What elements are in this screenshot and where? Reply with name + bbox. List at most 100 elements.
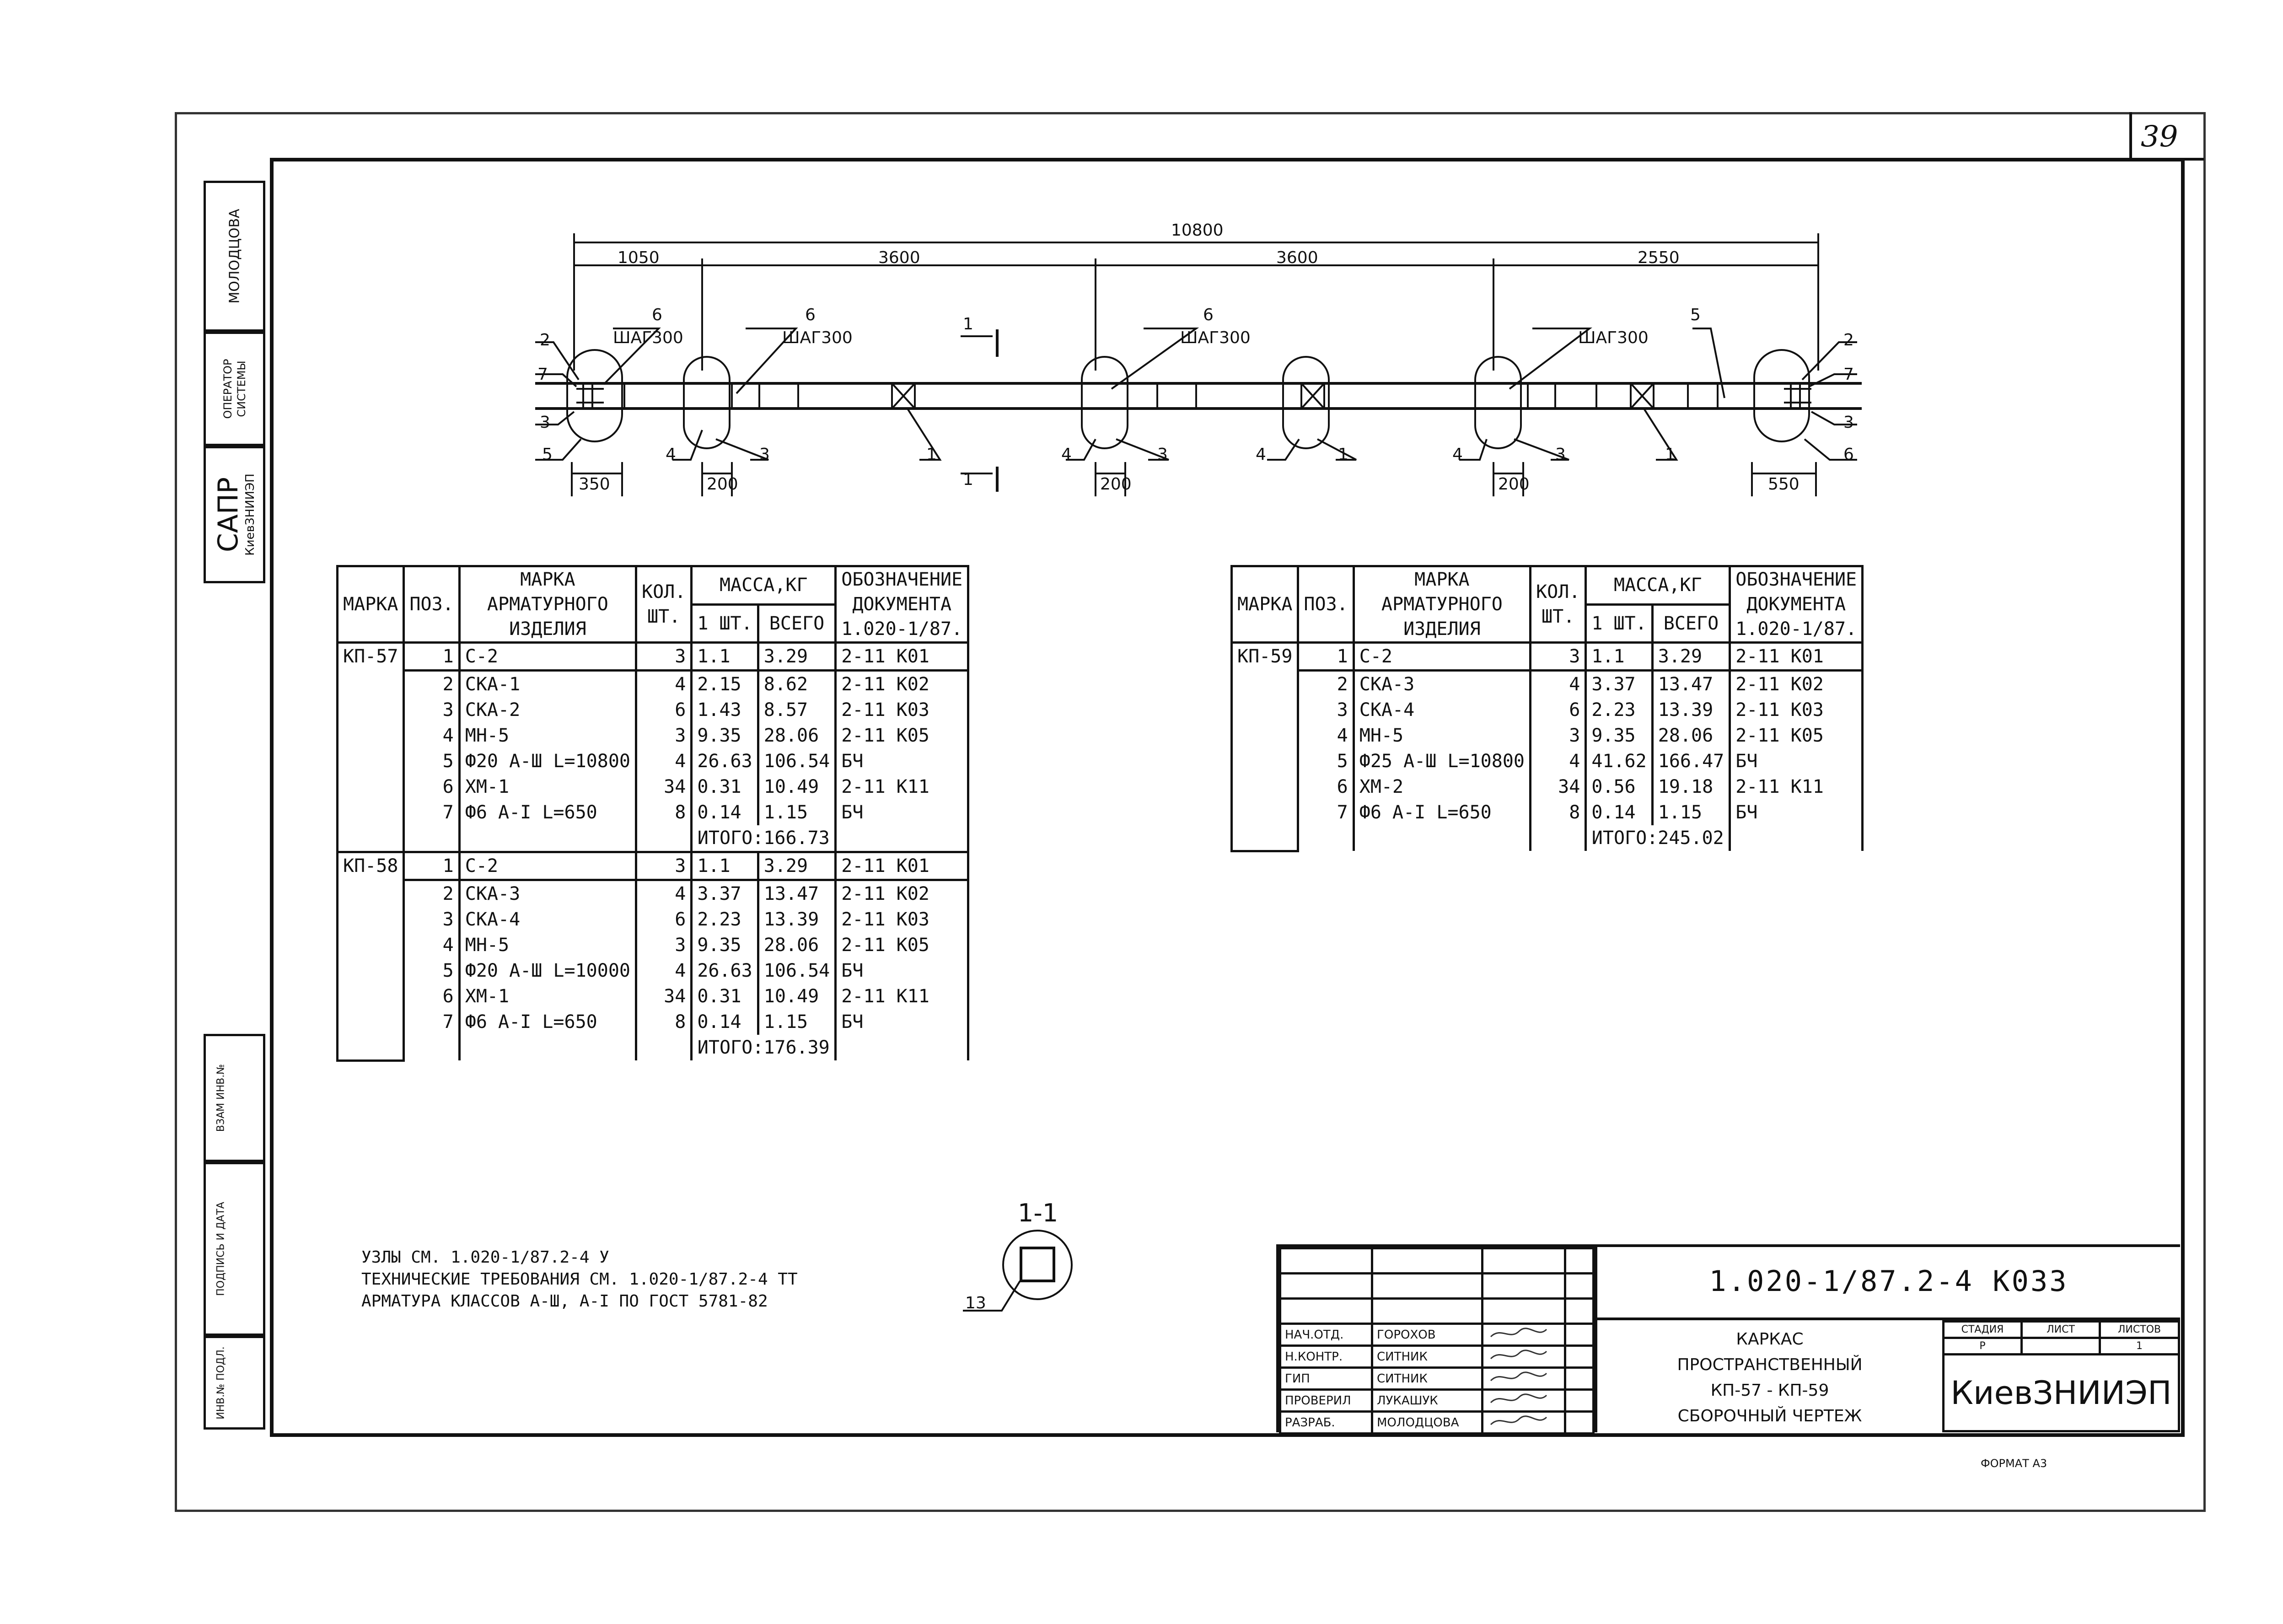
dim-4: 2550 [1638, 248, 1680, 267]
sheets-label: ЛИСТОВ [2099, 1320, 2180, 1339]
doc-cell: 2-11 К03 [1729, 697, 1864, 723]
total-cell: ИТОГО:245.02 [1585, 825, 1731, 851]
item-cell: СКА-1 [458, 670, 637, 697]
poz-cell: 3 [403, 907, 461, 932]
col-mass-all: ВСЕГО [1651, 603, 1731, 644]
poz-cell: 4 [1297, 723, 1355, 748]
col-mass-one: 1 ШТ. [690, 603, 759, 644]
qty-cell: 3 [634, 723, 693, 748]
signature-role: РАЗРАБ. [1279, 1410, 1373, 1435]
mass-one-cell: 0.31 [690, 984, 759, 1009]
note-line: АРМАТУРА КЛАССОВ А-Ш, А-I ПО ГОСТ 5781-8… [361, 1292, 768, 1311]
signature-mark [1481, 1323, 1566, 1347]
stage-value: Р [1942, 1337, 2023, 1355]
step-label-1: ШАГ300 [613, 328, 683, 347]
doc-cell: БЧ [1729, 748, 1864, 774]
item-cell: Ф6 А-I L=650 [458, 1009, 637, 1035]
drawing-title: КАРКАС ПРОСТРАНСТВЕННЫЙ КП-57 - КП-59 СБ… [1595, 1320, 1942, 1432]
mass-one-cell: 3.37 [690, 880, 759, 907]
signature-row: Н.КОНТР.СИТНИК [1279, 1344, 1595, 1369]
qty-cell: 4 [1529, 670, 1587, 697]
mass-all-cell: 13.47 [757, 880, 837, 907]
mass-all-cell: 1.15 [757, 800, 837, 825]
dim-total: 10800 [1171, 221, 1224, 240]
mass-all-cell: 3.29 [1651, 641, 1731, 672]
callout: 3 [540, 413, 550, 432]
mass-one-cell: 0.31 [690, 774, 759, 800]
doc-cell: 2-11 К01 [834, 641, 970, 672]
poz-cell: 1 [403, 851, 461, 881]
item-cell: Ф6 А-I L=650 [1352, 800, 1531, 825]
signature-row: НАЧ.ОТД.ГОРОХОВ [1279, 1323, 1595, 1347]
doc-cell: БЧ [1729, 800, 1864, 825]
stage-table: СТАДИЯ ЛИСТ ЛИСТОВ Р 1 КиевЗНИИЭП [1942, 1320, 2180, 1432]
col-mass: МАССА,КГ [1585, 565, 1731, 606]
drawing-frame [270, 158, 2185, 1437]
mass-all-cell: 166.47 [1651, 748, 1731, 774]
callout: 5 [1690, 306, 1701, 324]
note-line: УЗЛЫ СМ. 1.020-1/87.2-4 У [361, 1248, 609, 1267]
mass-one-cell: 1.1 [1585, 641, 1654, 672]
stage-label: СТАДИЯ [1942, 1320, 2023, 1339]
signature-row: РАЗРАБ.МОЛОДЦОВА [1279, 1410, 1595, 1435]
callout: 6 [652, 306, 662, 324]
dim-1: 1050 [618, 248, 660, 267]
total-row: ИТОГО:166.73 [338, 825, 970, 852]
mass-one-cell: 26.63 [690, 748, 759, 774]
item-cell: СКА-4 [458, 907, 637, 932]
mass-all-cell: 8.57 [757, 697, 837, 723]
doc-cell: 2-11 К03 [834, 697, 970, 723]
mass-one-cell: 9.35 [690, 723, 759, 748]
qty-cell: 6 [1529, 697, 1587, 723]
doc-cell: БЧ [834, 800, 970, 825]
marka-cell: КП-59 [1230, 641, 1300, 852]
qty-cell: 34 [634, 984, 693, 1009]
callout: 2 [1843, 331, 1854, 350]
mass-all-cell: 28.06 [757, 723, 837, 748]
qty-cell: 34 [634, 774, 693, 800]
step-label-4: ШАГ300 [1578, 328, 1649, 347]
sheet-number-box [2129, 112, 2204, 161]
poz-cell: 6 [1297, 774, 1355, 800]
organization: КиевЗНИИЭП [1942, 1353, 2180, 1432]
signature-mark [1481, 1366, 1566, 1391]
total-row: ИТОГО:176.39 [338, 1035, 970, 1060]
callout: 5 [542, 445, 553, 464]
mass-one-cell: 0.14 [690, 800, 759, 825]
field-signature-date: ПОДПИСЬ И ДАТА [204, 1162, 265, 1336]
system-cell: САПР КиевЗНИИЭП [204, 446, 265, 583]
item-cell: Ф25 А-Ш L=10800 [1352, 748, 1531, 774]
signature-name: ГОРОХОВ [1371, 1323, 1483, 1347]
callout: 4 [1256, 445, 1266, 464]
poz-cell: 1 [403, 641, 461, 672]
signature-role: Н.КОНТР. [1279, 1344, 1373, 1369]
callout: 7 [1843, 365, 1854, 384]
qty-cell: 4 [634, 880, 693, 907]
total-row: ИТОГО:245.02 [1232, 825, 1864, 851]
sheets-value: 1 [2099, 1337, 2180, 1355]
marka-cell: КП-57 [336, 641, 405, 853]
col-mass: МАССА,КГ [690, 565, 837, 606]
qty-cell: 6 [634, 697, 693, 723]
mass-one-cell: 1.1 [690, 851, 759, 881]
doc-cell: 2-11 К11 [834, 774, 970, 800]
signature-name: ЛУКАШУК [1371, 1388, 1483, 1413]
mass-one-cell: 0.14 [690, 1009, 759, 1035]
mass-all-cell: 19.18 [1651, 774, 1731, 800]
